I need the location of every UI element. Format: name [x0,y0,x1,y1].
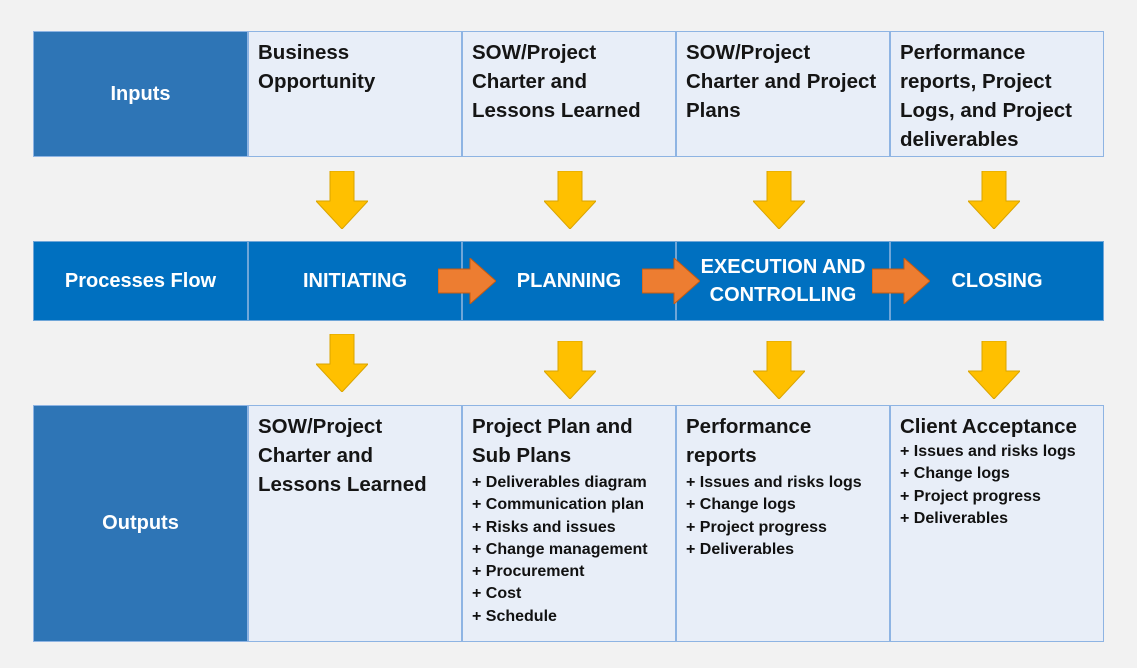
output-cell-execution: Performance reports + Issues and risks l… [676,405,890,642]
output-cell-closing: Client Acceptance + Issues and risks log… [890,405,1104,642]
down-arrow-icon [753,341,805,399]
output-item-list: + Deliverables diagram + Communication p… [472,472,666,628]
list-item: + Project progress [686,518,827,536]
process-label: Processes Flow [33,241,248,321]
right-arrow-icon [438,258,496,304]
list-item: + Risks and issues [472,518,616,536]
right-arrow-icon [872,258,930,304]
down-arrow-icon [753,171,805,229]
list-item: + Change management [472,540,648,558]
output-item-list: + Issues and risks logs + Change logs + … [686,472,880,561]
list-item: + Deliverables [900,509,1009,527]
output-cell-planning: Project Plan and Sub Plans + Deliverable… [462,405,676,642]
down-arrow-icon [968,341,1020,399]
outputs-row: Outputs SOW/Project Charter and Lessons … [33,405,1105,642]
list-item: + Schedule [472,607,557,625]
list-item: + Communication plan [472,496,645,514]
down-arrow-icon [544,171,596,229]
process-step-planning: PLANNING [462,241,676,321]
input-cell-execution: SOW/Project Charter and Project Plans [676,31,890,157]
list-item: + Change logs [686,496,796,514]
down-arrow-icon [968,171,1020,229]
output-cell-initiating: SOW/Project Charter and Lessons Learned [248,405,462,642]
outputs-label: Outputs [33,405,248,642]
list-item: + Cost [472,585,522,603]
input-text: Business Opportunity [258,41,376,93]
input-text: Performance reports, Project Logs, and P… [900,41,1072,151]
down-arrow-icon [316,171,368,229]
output-heading: Performance reports [686,415,812,467]
list-item: + Deliverables diagram [472,474,647,491]
output-item-list: + Issues and risks logs + Change logs + … [900,441,1094,530]
process-step-execution-text: EXECUTION AND CONTROLLING [700,256,866,306]
output-heading: SOW/Project Charter and Lessons Learned [258,415,427,496]
list-item: + Procurement [472,563,585,581]
input-text: SOW/Project Charter and Project Plans [686,41,877,122]
list-item: + Issues and risks logs [900,443,1076,460]
input-cell-closing: Performance reports, Project Logs, and P… [890,31,1104,157]
output-heading: Project Plan and Sub Plans [472,415,633,467]
process-step-initiating: INITIATING [248,241,462,321]
inputs-row: Inputs Business Opportunity SOW/Project … [33,31,1105,157]
inputs-label: Inputs [33,31,248,157]
list-item: + Change logs [900,465,1010,483]
down-arrow-icon [316,334,368,392]
input-cell-planning: SOW/Project Charter and Lessons Learned [462,31,676,157]
input-cell-initiating: Business Opportunity [248,31,462,157]
down-arrow-icon [544,341,596,399]
list-item: + Project progress [900,487,1041,505]
list-item: + Deliverables [686,540,795,558]
output-heading: Client Acceptance [900,415,1077,438]
process-step-execution: EXECUTION AND CONTROLLING [676,241,890,321]
list-item: + Issues and risks logs [686,474,862,491]
right-arrow-icon [642,258,700,304]
process-row: Processes Flow INITIATING PLANNING EXECU… [33,241,1105,321]
input-text: SOW/Project Charter and Lessons Learned [472,41,641,122]
